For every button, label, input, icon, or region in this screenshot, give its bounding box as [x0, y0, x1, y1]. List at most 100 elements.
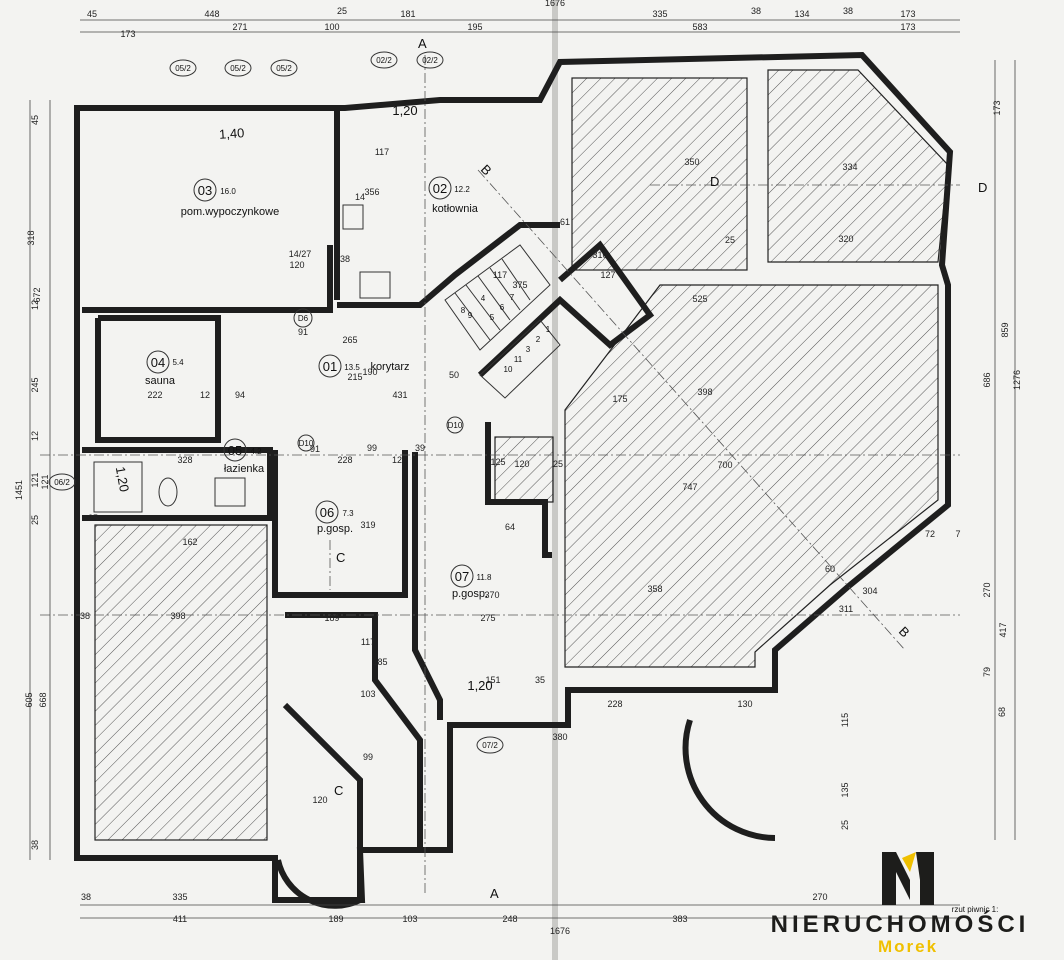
window-tag-1: 05/2 — [224, 59, 252, 77]
left-dim-5: 12 — [30, 431, 40, 441]
svg-text:16.0: 16.0 — [220, 187, 236, 196]
room-06: 06 7.3 p.gosp. — [315, 500, 354, 535]
wall-room06 — [272, 450, 408, 598]
top-dim-a-0: 45 — [87, 9, 97, 19]
inner-dim-35: 398 — [170, 611, 185, 621]
inner-dim-24: 64 — [505, 522, 515, 532]
stair-num-3: 5 — [490, 313, 495, 322]
svg-text:05/2: 05/2 — [230, 64, 246, 73]
stair-num-9: 2 — [536, 335, 541, 344]
svg-text:05/2: 05/2 — [175, 64, 191, 73]
svg-text:sauna: sauna — [145, 375, 176, 387]
height-note-3: 1,20 — [467, 678, 492, 693]
top-dim-a-2: 25 — [337, 6, 347, 16]
left-dim-6: 121 — [30, 472, 40, 487]
inner-dim-59: 61 — [560, 217, 570, 227]
svg-text:02: 02 — [433, 181, 447, 196]
svg-text:D6: D6 — [298, 314, 309, 323]
door-tag-d10-b: D10 — [446, 416, 464, 434]
window-tag-3: 02/2 — [370, 51, 398, 69]
outer-wall — [74, 51, 954, 903]
inner-dim-30: 185 — [372, 657, 387, 667]
wall-sauna — [95, 315, 221, 443]
left-dim-11: 668 — [38, 692, 48, 707]
top-dim-b-3: 195 — [467, 22, 482, 32]
window-tag-6: 07/2 — [476, 736, 504, 754]
stair-num-6: 10 — [504, 365, 513, 374]
inner-dim-43: 175 — [612, 394, 627, 404]
section-mark-c-bottom: C — [334, 783, 343, 798]
inner-dim-52: 151 — [485, 675, 500, 685]
svg-text:05/2: 05/2 — [276, 64, 292, 73]
right-dim-6: 79 — [982, 667, 992, 677]
logo-mark-left — [882, 852, 910, 905]
svg-text:07: 07 — [455, 569, 469, 584]
room-04: 04 5.4 sauna — [145, 350, 184, 387]
top-dim-a-5: 38 — [751, 6, 761, 16]
inner-dim-28: 189 — [324, 613, 339, 623]
window-tag-0: 05/2 — [169, 59, 197, 77]
svg-text:12.2: 12.2 — [454, 185, 470, 194]
svg-text:06/2: 06/2 — [54, 478, 70, 487]
stair-num-4: 6 — [500, 303, 505, 312]
brand-line1: NIERUCHOMOŚCI — [771, 910, 1030, 938]
wall-boiler-south — [337, 222, 560, 308]
svg-text:01: 01 — [323, 359, 337, 374]
right-dim-5: 417 — [998, 622, 1008, 637]
inner-dim-33: 120 — [312, 795, 327, 805]
hatched-area-nw — [571, 77, 748, 271]
room-01: 01 13.5 korytarz — [318, 354, 410, 378]
inner-dim-55: 350 — [684, 157, 699, 167]
stair-num-8: 3 — [526, 345, 531, 354]
room-02: 02 12.2 kotłownia — [428, 176, 479, 215]
inner-dim-32: 99 — [363, 752, 373, 762]
inner-dim-60: 72 — [925, 529, 935, 539]
arc-southwest — [275, 702, 363, 909]
stair-num-2: 4 — [481, 294, 486, 303]
fixture-boiler — [359, 271, 391, 299]
bottom-dim-a-2: 270 — [812, 892, 827, 902]
inner-dim-58: 25 — [725, 235, 735, 245]
section-mark-c-top: C — [336, 550, 345, 565]
section-mark-d-right: D — [978, 180, 987, 195]
section-mark-b-bottom: B — [896, 624, 913, 641]
right-dim-2: 686 — [982, 372, 992, 387]
svg-text:4.2: 4.2 — [250, 447, 262, 456]
top-dim-a-8: 173 — [900, 9, 915, 19]
section-line-b — [477, 169, 906, 651]
inner-dim-41: 127 — [600, 270, 615, 280]
hatched-area-sw — [94, 524, 268, 841]
height-note-1: 1,40 — [219, 125, 245, 142]
left-dim-9: 25 — [30, 515, 40, 525]
svg-text:D10: D10 — [448, 421, 463, 430]
inner-dim-29: 117 — [361, 637, 375, 647]
svg-text:03: 03 — [198, 183, 212, 198]
inner-dim-5: 38 — [340, 254, 350, 264]
stair-num-1: 9 — [468, 311, 473, 320]
top-dim-b-2: 100 — [324, 22, 339, 32]
inner-dim-18: 12 — [392, 455, 402, 465]
svg-text:korytarz: korytarz — [370, 361, 409, 373]
wall-room07-east — [485, 422, 552, 558]
arc-south — [682, 719, 776, 841]
height-note-2: 1,20 — [392, 103, 417, 118]
svg-text:p.gosp.: p.gosp. — [317, 523, 353, 535]
inner-dim-0: 356 — [364, 187, 379, 197]
right-dim-4: 270 — [982, 582, 992, 597]
left-dim-1: 318 — [26, 230, 36, 245]
left-dim-12: 38 — [30, 840, 40, 850]
right-dim-7: 68 — [997, 707, 1007, 717]
inner-dim-34: 162 — [182, 537, 197, 547]
fixture-shower — [93, 461, 143, 513]
window-tag-2: 05/2 — [270, 59, 298, 77]
inner-dim-56: 334 — [842, 162, 857, 172]
svg-text:04: 04 — [151, 355, 165, 370]
fixture-toilet — [158, 477, 178, 507]
